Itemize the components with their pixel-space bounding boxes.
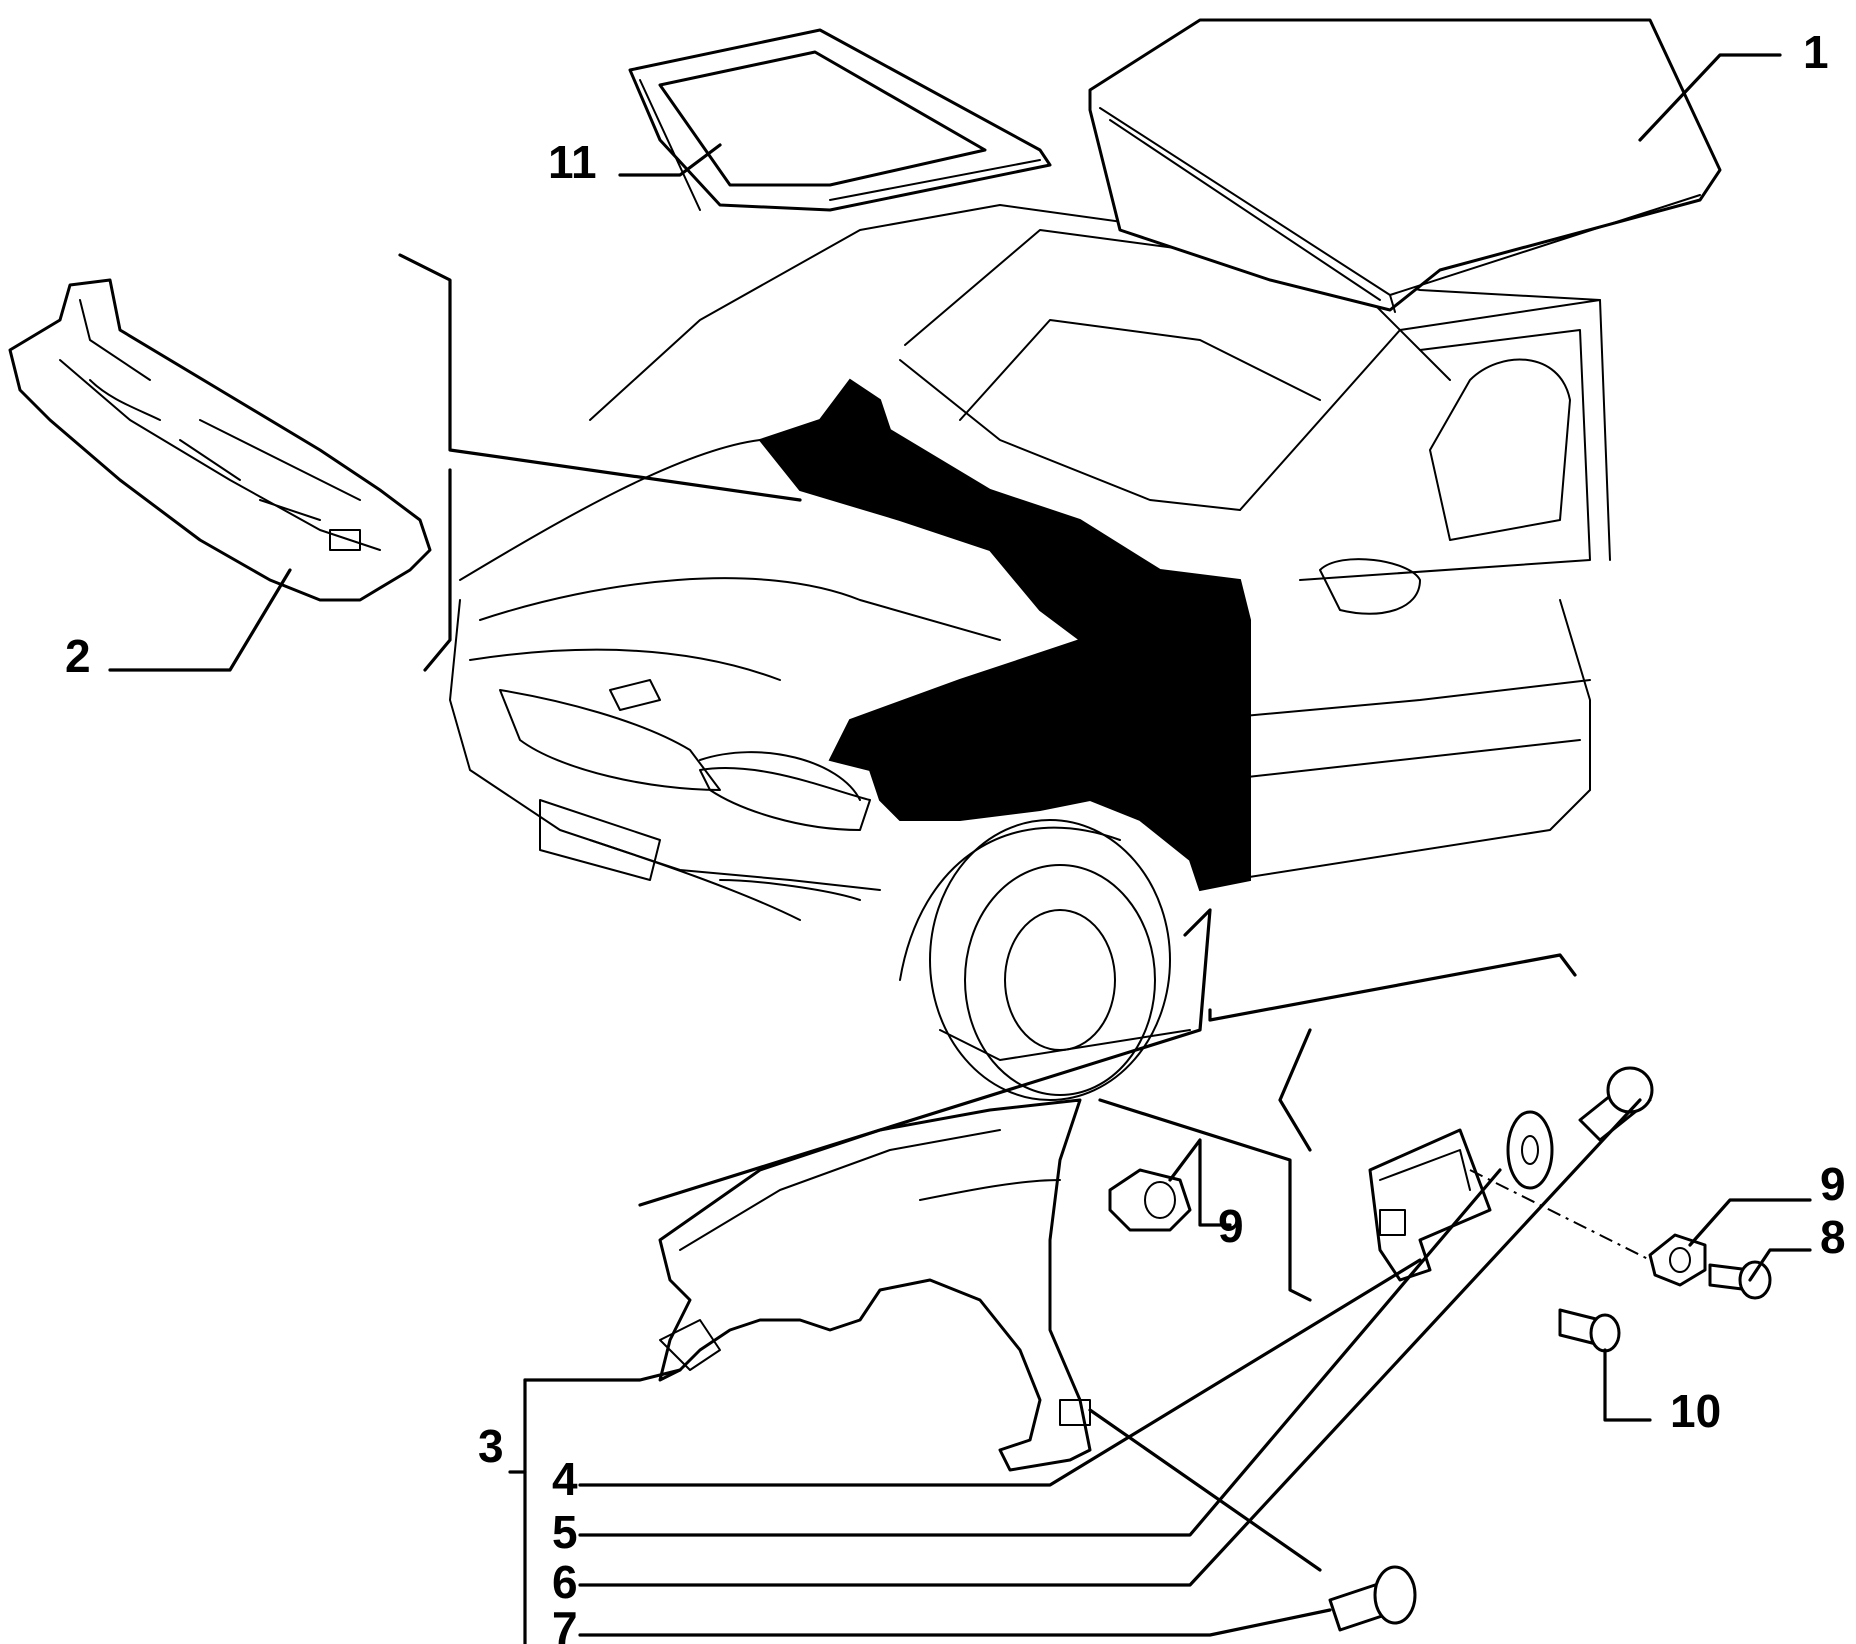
callout-11: 11 bbox=[548, 136, 597, 188]
callout-2: 2 bbox=[65, 630, 91, 682]
car-outline bbox=[449, 204, 1611, 1101]
hex-nut-lower bbox=[1108, 1168, 1192, 1232]
callout-9-upper: 9 bbox=[1820, 1158, 1846, 1210]
self-tapping-screw bbox=[1578, 1066, 1654, 1142]
callout-10: 10 bbox=[1670, 1385, 1721, 1437]
small-bolt bbox=[1558, 1308, 1621, 1353]
callout-1: 1 bbox=[1803, 26, 1829, 78]
callout-7: 7 bbox=[552, 1602, 578, 1644]
assembly-axis bbox=[1469, 1169, 1651, 1261]
hex-bolt bbox=[1708, 1260, 1772, 1300]
callout-4: 4 bbox=[552, 1453, 578, 1505]
roof-panel bbox=[1088, 18, 1722, 313]
callout-8: 8 bbox=[1820, 1211, 1846, 1263]
leader-lines bbox=[108, 53, 1812, 1644]
callout-6: 6 bbox=[552, 1556, 578, 1608]
cowl-panel bbox=[8, 278, 432, 602]
fender-bracket bbox=[1368, 1128, 1492, 1282]
hex-nut-upper bbox=[1648, 1233, 1707, 1287]
callout-3: 3 bbox=[478, 1420, 504, 1472]
callout-5: 5 bbox=[552, 1506, 578, 1558]
callout-labels: 1 11 2 3 4 5 6 7 8 9 9 10 bbox=[65, 26, 1846, 1644]
front-fender bbox=[658, 1098, 1092, 1472]
washer bbox=[1506, 1110, 1554, 1190]
highlight-fender-cowl bbox=[758, 378, 1251, 892]
sunroof-frame bbox=[628, 28, 1052, 212]
callout-9-lower: 9 bbox=[1218, 1200, 1244, 1252]
bolt bbox=[1328, 1565, 1417, 1632]
